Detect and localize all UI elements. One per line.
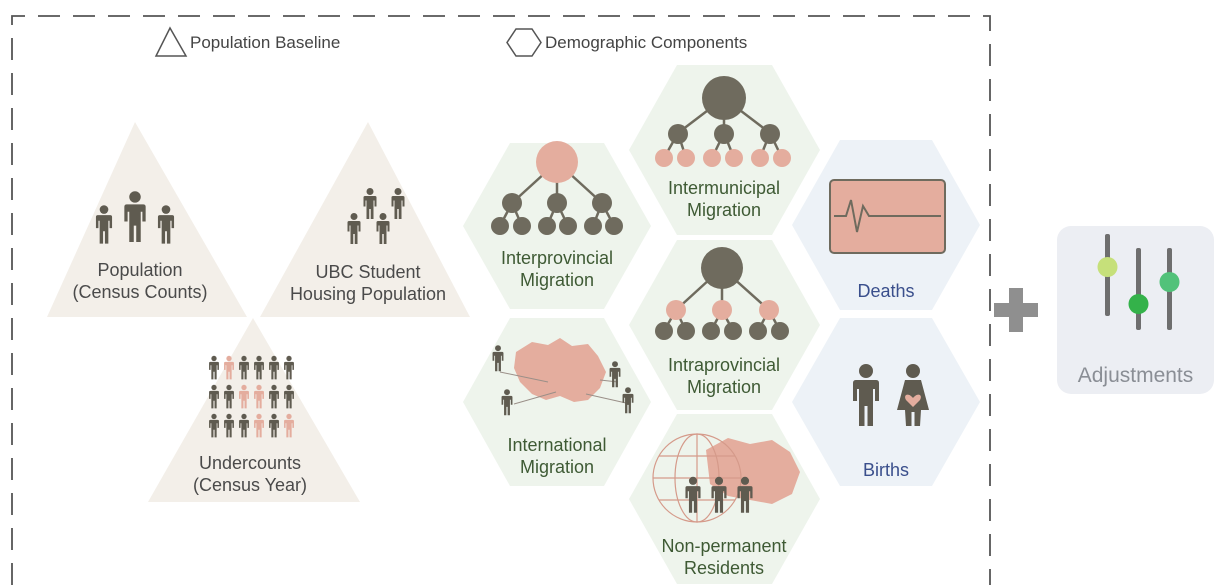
ecg-monitor-icon <box>829 179 946 254</box>
births-hexagon <box>792 318 980 486</box>
interprovincial-hexagon <box>463 143 651 309</box>
intraprovincial-migration-label: Intraprovincial Migration <box>667 355 781 397</box>
ubc-triangle <box>260 122 470 317</box>
interprovincial-migration-label: Interprovincial Migration <box>500 248 614 290</box>
intermunicipal-tree-icon <box>655 76 791 167</box>
intermunicipal-hexagon <box>629 65 820 235</box>
international-migration-label: International Migration <box>507 435 607 477</box>
ubc-student-housing-label: UBC Student Housing Population <box>289 262 447 304</box>
triangle-legend-icon <box>154 26 188 57</box>
slider-knob-2 <box>1128 294 1149 314</box>
adjustments-label: Adjustments <box>1077 364 1194 387</box>
nonpermanent-residents-label: Non-permanent Residents <box>661 536 787 578</box>
sliders-icon <box>1097 234 1180 330</box>
population-triangle <box>47 122 247 317</box>
intraprovincial-hexagon <box>629 240 820 410</box>
plus-icon <box>994 288 1038 332</box>
heart-icon <box>905 394 921 407</box>
intraprovincial-tree-icon <box>655 247 789 340</box>
slider-knob-3 <box>1159 272 1180 292</box>
intermunicipal-migration-label: Intermunicipal Migration <box>667 178 781 220</box>
hexagon-legend-icon <box>506 28 542 57</box>
deaths-label: Deaths <box>857 281 915 301</box>
international-hexagon <box>463 318 651 486</box>
population-census-label: Population (Census Counts) <box>72 260 208 302</box>
slider-knob-1 <box>1097 257 1118 277</box>
undercounts-triangle <box>148 318 360 502</box>
births-label: Births <box>862 460 909 480</box>
nonpermanent-globe-icon <box>652 433 800 523</box>
international-map-icon <box>492 338 634 416</box>
population-baseline-legend: Population Baseline <box>190 33 341 52</box>
couple-icon <box>853 364 929 426</box>
demographic-components-legend: Demographic Components <box>545 33 748 52</box>
dashed-frame <box>11 15 991 585</box>
interprovincial-tree-icon <box>491 141 623 235</box>
undercounts-label: Undercounts (Census Year) <box>192 453 308 495</box>
